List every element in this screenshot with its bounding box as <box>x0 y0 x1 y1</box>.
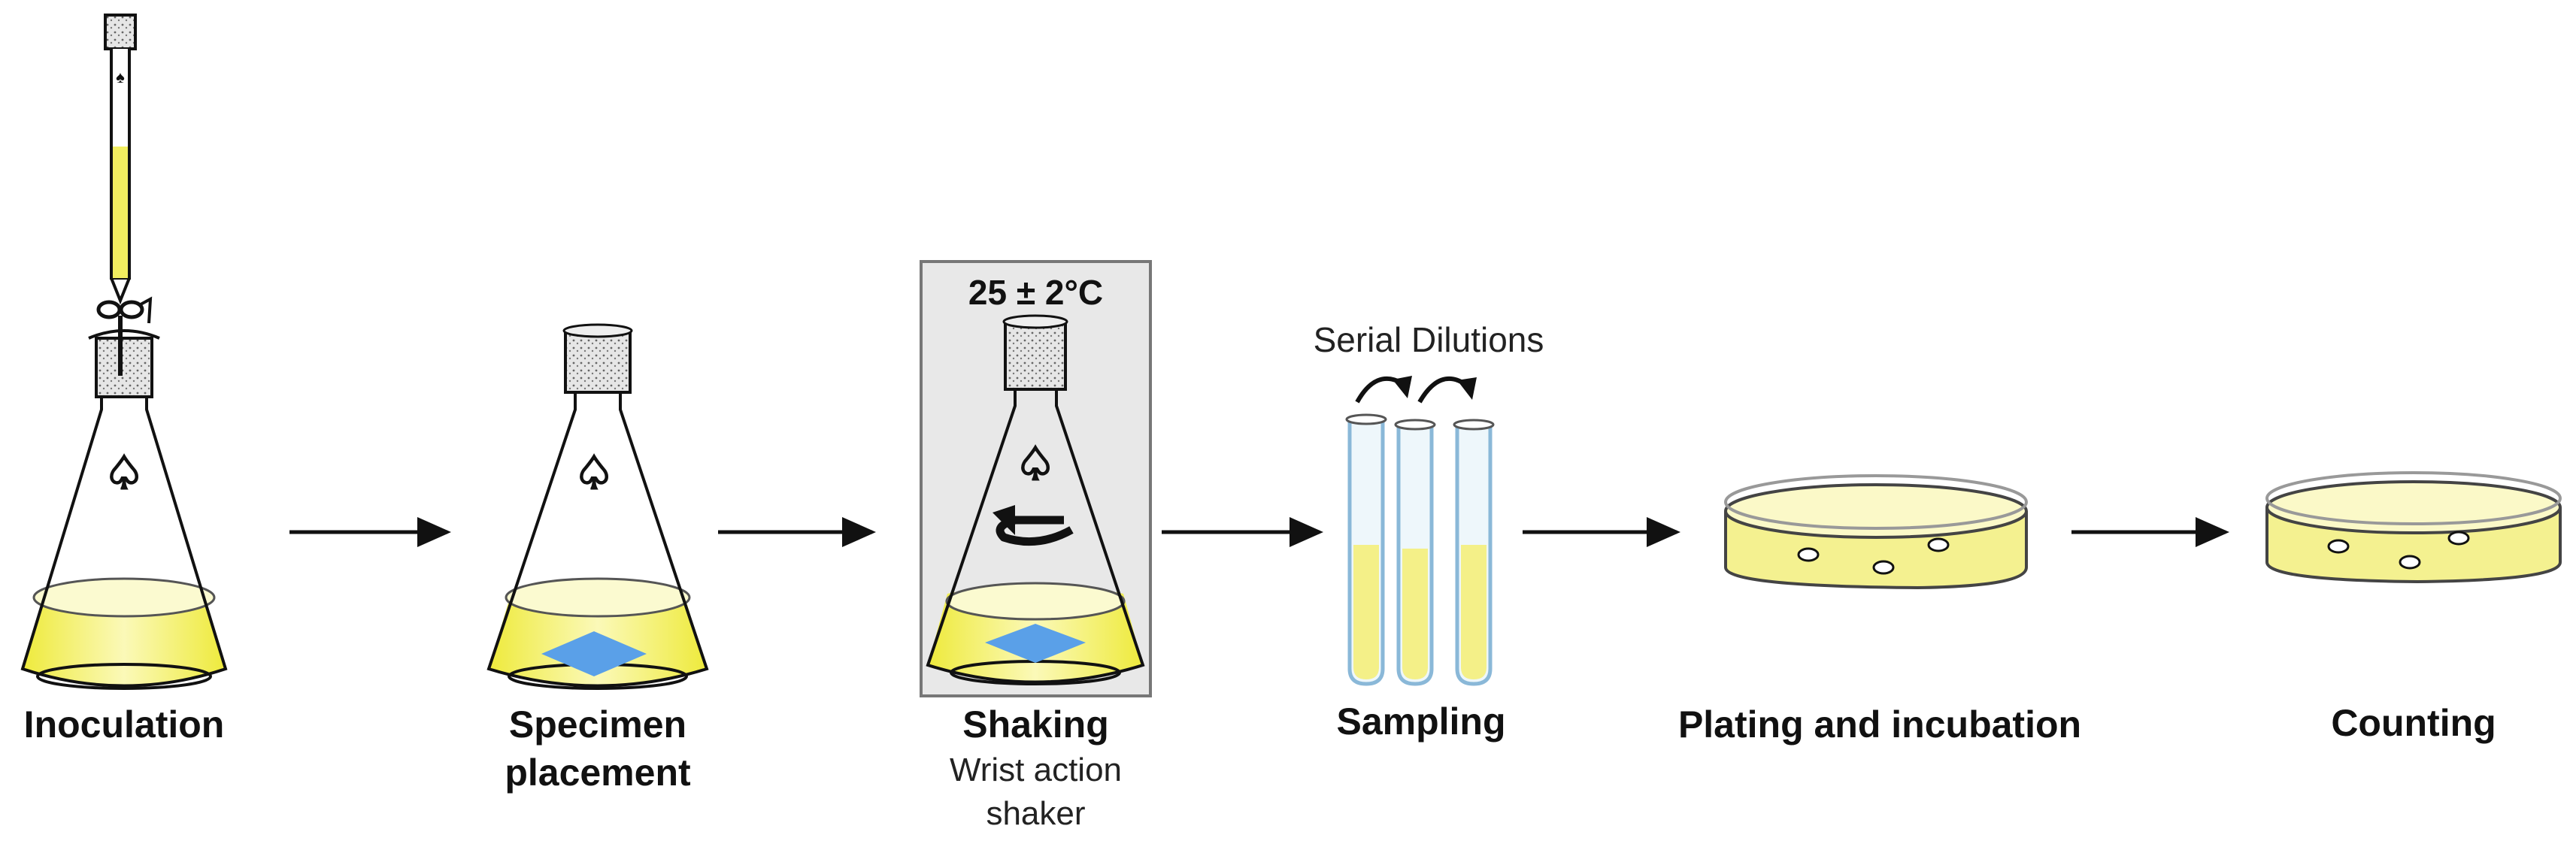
step-label-sampling: Sampling <box>1336 700 1506 743</box>
svg-text:♤: ♤ <box>574 447 614 500</box>
step-label-plating: Plating and incubation <box>1677 703 2082 746</box>
test-tube-icon <box>1345 413 1387 686</box>
colony-icon <box>2327 539 2350 554</box>
test-tube-icon <box>1453 419 1495 686</box>
step-sublabel-shaker: Wrist action shaker <box>949 752 1123 832</box>
svg-text:♠: ♠ <box>116 68 125 86</box>
step-label-counting: Counting <box>2331 702 2496 744</box>
shaking-flask-icon: ♤ <box>926 314 1145 685</box>
shaker-temperature: 25 ± 2°C <box>968 273 1104 312</box>
step-label-shaking: Shaking <box>962 703 1109 746</box>
specimen-icon <box>541 631 647 676</box>
svg-text:♤: ♤ <box>1015 438 1056 491</box>
dilution-arrow-icon <box>1355 376 1477 404</box>
petri-dish-icon <box>2265 471 2562 584</box>
colony-icon <box>2399 555 2421 570</box>
petri-dish-icon <box>1724 474 2028 590</box>
serial-dilutions-label: Serial Dilutions <box>1313 320 1544 359</box>
rotation-arrow-icon <box>993 505 1074 546</box>
specimen-icon <box>985 624 1086 663</box>
step-label-inoculation: Inoculation <box>23 703 225 746</box>
colony-icon <box>1927 537 1950 552</box>
svg-text:♤: ♤ <box>104 447 144 500</box>
colony-icon <box>1797 547 1820 562</box>
inoculation-flask-icon: ♤ <box>20 329 228 690</box>
colony-icon <box>1872 560 1895 575</box>
test-tube-icon <box>1394 419 1436 686</box>
specimen-flask-icon: ♤ <box>486 323 709 690</box>
colony-icon <box>2447 531 2470 546</box>
test-tubes <box>1345 376 1495 686</box>
burette-icon: ♠ <box>96 14 153 376</box>
step-label-specimen-placement: Specimen placement <box>505 703 691 794</box>
